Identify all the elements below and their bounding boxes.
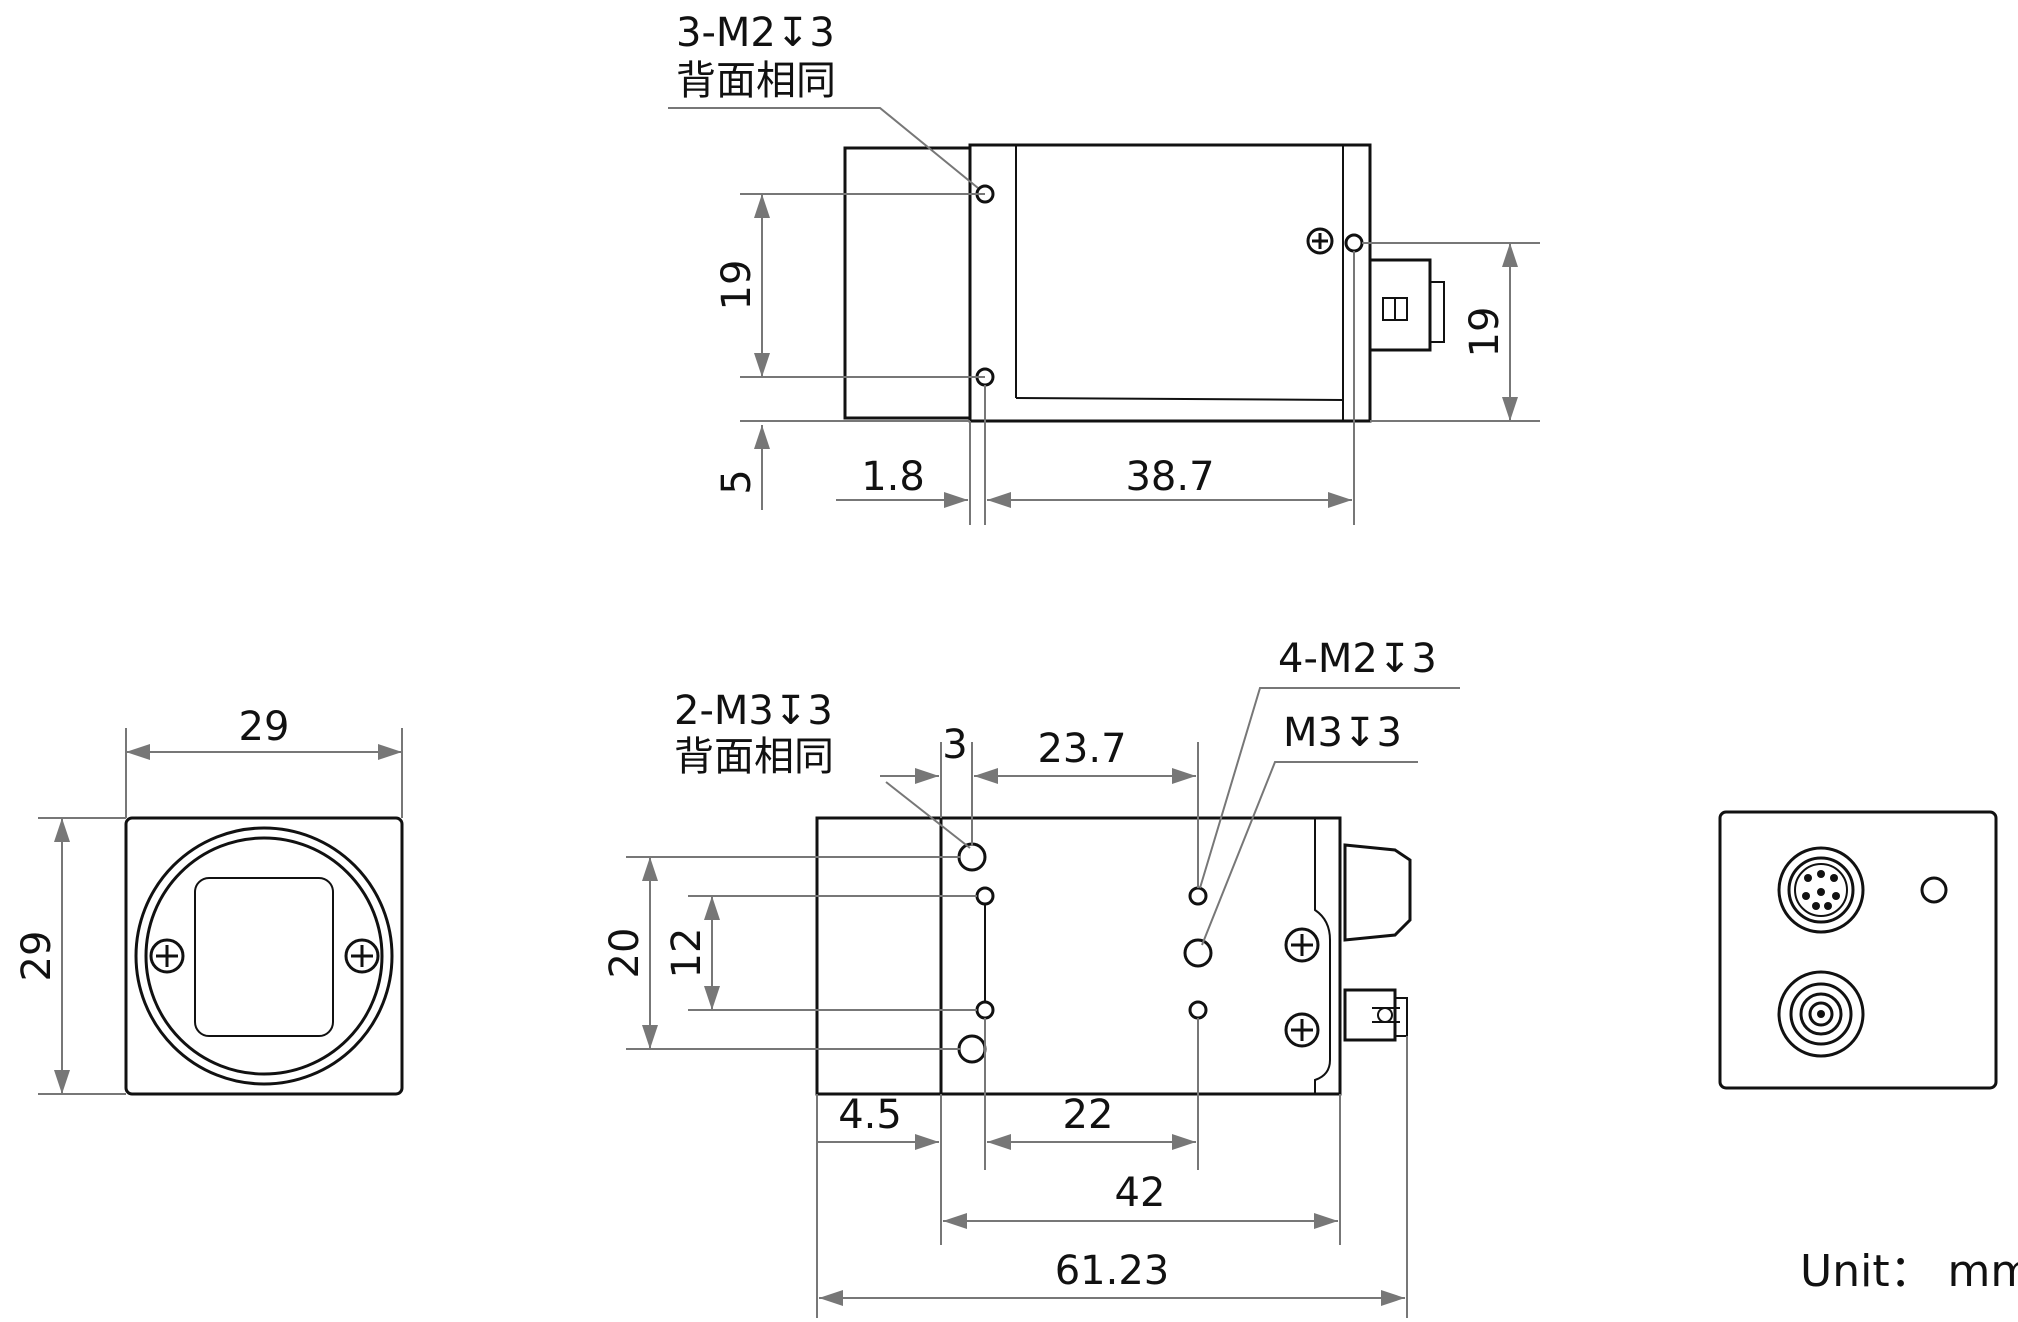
rear-led-indicator xyxy=(1920,876,1948,904)
front-screw-left-icon xyxy=(149,938,185,974)
side-connector-upper xyxy=(1343,843,1412,942)
front-mount-ring-outer xyxy=(134,826,394,1086)
rear-body xyxy=(1718,810,1998,1090)
top-view xyxy=(668,107,1540,525)
side-dim-42: 42 xyxy=(1115,1170,1166,1216)
front-view xyxy=(38,728,404,1096)
top-hole-note-back: 背面相同 xyxy=(676,58,836,104)
rear-io-connector-icon xyxy=(1777,846,1865,934)
side-camera-body xyxy=(939,816,1342,1096)
front-mount-ring-inner xyxy=(144,836,384,1076)
side-dim-23-7: 23.7 xyxy=(1037,726,1126,772)
side-note-left-back: 背面相同 xyxy=(674,734,834,780)
unit-label: Unit： mm xyxy=(1800,1246,2018,1297)
side-hole-m3-center xyxy=(1183,938,1213,968)
top-hole-rear xyxy=(1344,233,1364,253)
side-hole-m2-4 xyxy=(1188,1000,1208,1020)
top-dim-38-7: 38.7 xyxy=(1125,454,1214,500)
side-hole-m2-3 xyxy=(1188,886,1208,906)
side-note-right: M3↧3 xyxy=(1283,710,1402,756)
side-screw-lower-icon xyxy=(1284,1012,1320,1048)
rear-view xyxy=(1718,810,1998,1090)
side-connector-lower xyxy=(1343,988,1397,1042)
top-dim-5: 5 xyxy=(714,469,760,494)
front-dim-height: 29 xyxy=(14,931,60,982)
top-hole-note: 3-M2↧3 xyxy=(676,10,835,56)
side-dim-22: 22 xyxy=(1063,1092,1114,1138)
side-dim-61-23: 61.23 xyxy=(1055,1248,1170,1294)
side-lens-mount xyxy=(815,816,943,1096)
side-dim-20: 20 xyxy=(602,928,648,979)
side-hole-m2-2 xyxy=(975,1000,995,1020)
side-dim-4-5: 4.5 xyxy=(838,1092,902,1138)
front-sensor-window xyxy=(194,877,334,1037)
top-connector xyxy=(1368,258,1432,352)
front-screw-right-icon xyxy=(344,938,380,974)
rear-coax-connector-icon xyxy=(1777,970,1865,1058)
side-note-right-top: 4-M2↧3 xyxy=(1278,636,1437,682)
side-dim-12: 12 xyxy=(664,928,710,979)
top-dim-19-right: 19 xyxy=(1462,307,1508,358)
side-hole-m3-lower xyxy=(957,1034,987,1064)
top-screw-icon xyxy=(1306,227,1334,255)
side-hole-m3-upper xyxy=(957,842,987,872)
side-hole-m2-1 xyxy=(975,886,995,906)
side-rear-cover xyxy=(1314,818,1331,1094)
side-dim-3: 3 xyxy=(942,722,967,768)
side-screw-upper-icon xyxy=(1284,927,1320,963)
top-camera-body xyxy=(968,143,1372,423)
top-dim-19-left: 19 xyxy=(714,260,760,311)
side-view xyxy=(626,687,1460,1318)
side-note-left: 2-M3↧3 xyxy=(674,688,833,734)
front-dim-width: 29 xyxy=(239,704,290,750)
top-dim-1-8: 1.8 xyxy=(861,454,925,500)
